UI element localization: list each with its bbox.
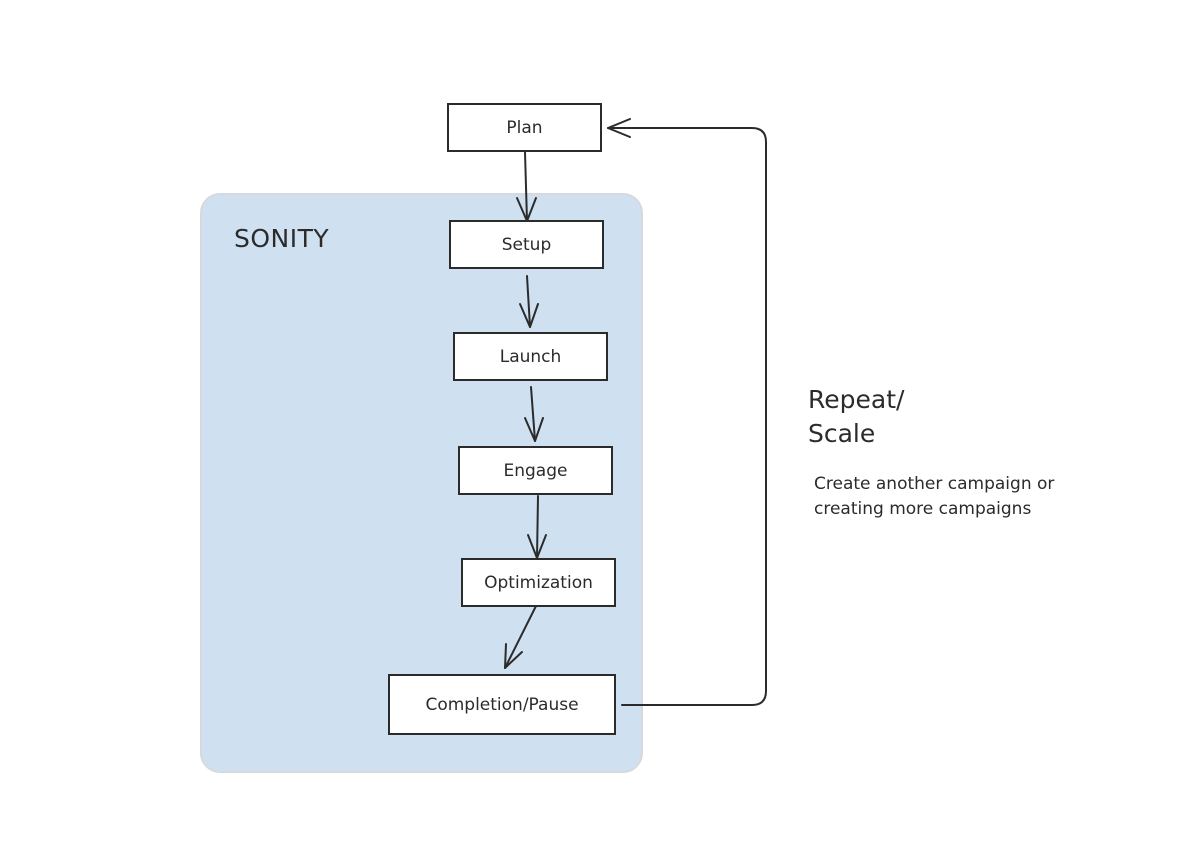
edge-optimization-completion [504, 605, 537, 669]
node-engage[interactable]: Engage [458, 446, 613, 495]
node-engage-label: Engage [503, 460, 568, 481]
node-plan[interactable]: Plan [447, 103, 602, 152]
loop-title: Repeat/ Scale [808, 383, 904, 451]
edge-engage-optimization [527, 495, 547, 559]
edge-plan-setup [516, 151, 537, 222]
node-completion-pause[interactable]: Completion/Pause [388, 674, 616, 735]
loop-title-line1: Repeat/ [808, 385, 905, 414]
loop-description: Create another campaign or creating more… [814, 474, 1055, 519]
edge-launch-engage [524, 386, 544, 442]
edge-completion-plan-loop [607, 118, 767, 706]
node-setup[interactable]: Setup [449, 220, 604, 269]
node-plan-label: Plan [506, 117, 543, 138]
node-launch-label: Launch [499, 346, 562, 367]
node-completion-label: Completion/Pause [425, 694, 579, 715]
edge-setup-launch [519, 275, 539, 328]
node-optimization[interactable]: Optimization [461, 558, 616, 607]
node-optimization-label: Optimization [484, 572, 593, 593]
node-launch[interactable]: Launch [453, 332, 608, 381]
group-label: SONITY [234, 224, 330, 253]
loop-title-line2: Scale [808, 419, 876, 448]
node-setup-label: Setup [501, 234, 552, 255]
